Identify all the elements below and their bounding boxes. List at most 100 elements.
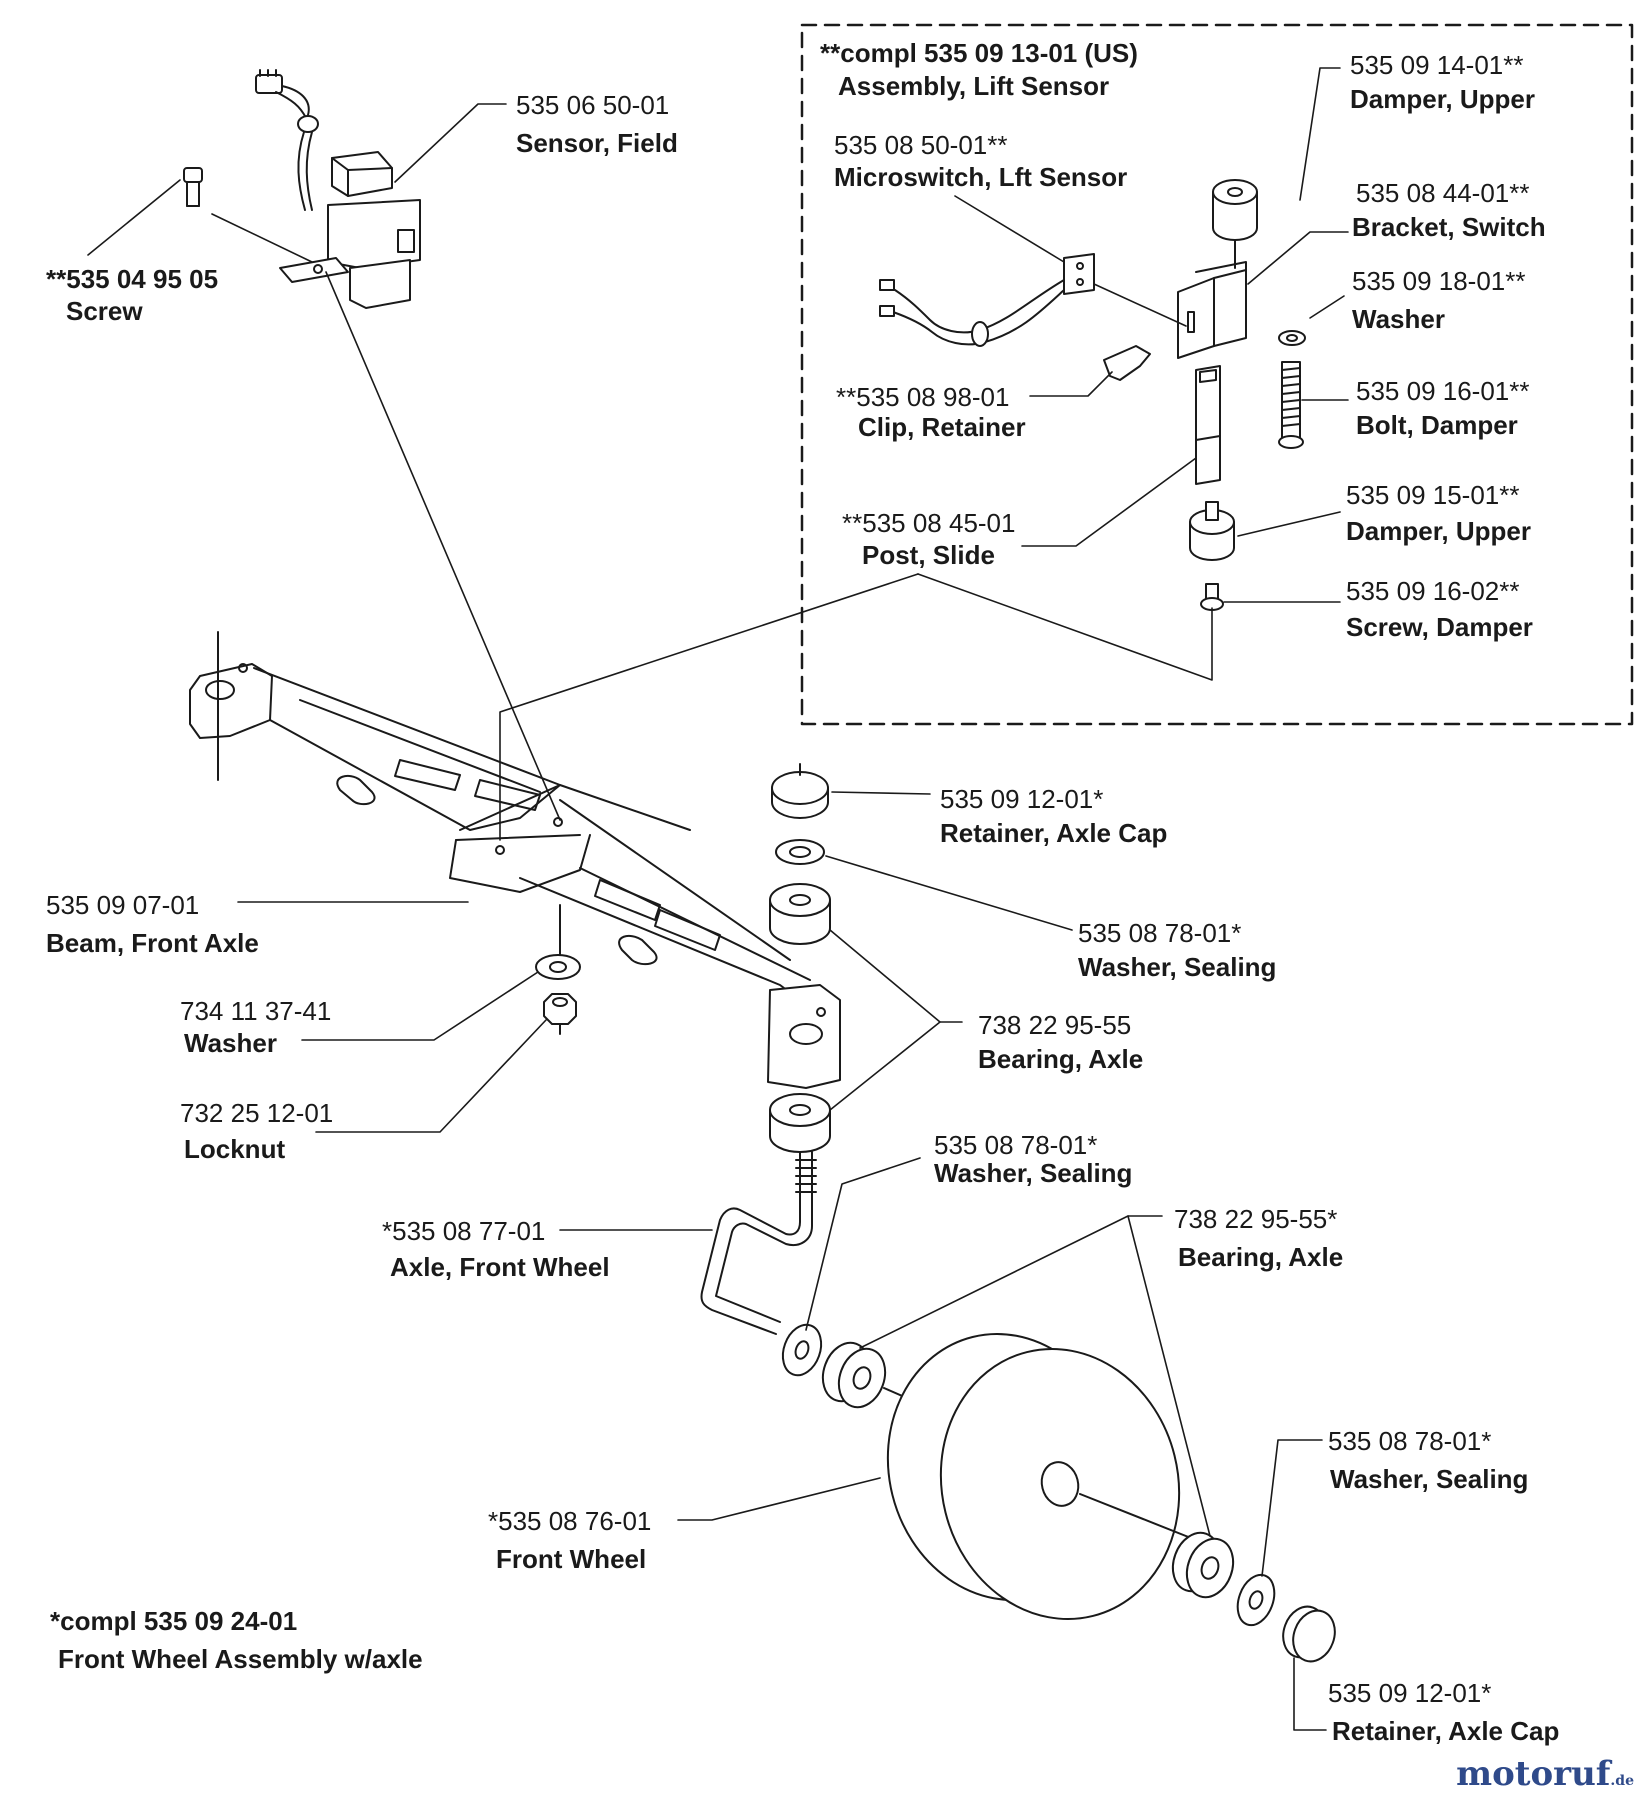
part-name-locknut: Locknut: [184, 1134, 286, 1164]
part-name-beam: Beam, Front Axle: [46, 928, 259, 958]
part-number-axle-front-wheel: *535 08 77-01: [382, 1216, 546, 1246]
bearing-lower-part: [769, 1093, 831, 1153]
part-name-clip-retainer: Clip, Retainer: [858, 412, 1026, 442]
damper-bolt-part: [1278, 361, 1304, 449]
leader-washer-sealing-top: [825, 855, 1073, 931]
leader-bearing-wheel-b: [1127, 1215, 1211, 1537]
part-number-screw: **535 04 95 05: [46, 264, 219, 294]
upper-damper-top-part: [1212, 179, 1258, 241]
watermark-suffix: .de: [1610, 1773, 1634, 1789]
part-name-microswitch: Microswitch, Lft Sensor: [834, 162, 1128, 192]
part-number-lift-washer: 535 09 18-01**: [1352, 266, 1526, 296]
part-name-sensor-field: Sensor, Field: [516, 128, 678, 158]
sealing-washer-top-part: [775, 839, 825, 865]
leader-sensor-to-beam: [325, 271, 561, 821]
part-number-post-slide: **535 08 45-01: [842, 508, 1016, 538]
part-name-front-wheel: Front Wheel: [496, 1544, 647, 1574]
watermark-text: motoruf: [1456, 1754, 1611, 1794]
part-name-screw: Screw: [66, 296, 143, 326]
part-number-damper-upper-lower: 535 09 15-01**: [1346, 480, 1520, 510]
locknut-part: [543, 993, 577, 1025]
part-name-bracket-switch: Bracket, Switch: [1352, 212, 1546, 242]
subassembly-frame: [800, 23, 1634, 726]
leader-washer: [301, 971, 539, 1041]
leader-microswitch: [954, 195, 1065, 263]
leader-microswitch-to-bracket: [1093, 283, 1187, 327]
bearing-top-part: [769, 883, 831, 945]
front-axle-beam-part: [189, 631, 841, 1089]
part-number-washer-sealing-bottom: 535 08 78-01*: [1328, 1426, 1492, 1456]
leader-screw: [87, 179, 181, 256]
part-name-washer-sealing-mid: Washer, Sealing: [934, 1158, 1133, 1188]
leader-post-slide: [1021, 457, 1197, 547]
leader-damper-lower: [1237, 511, 1341, 537]
part-number-sensor-field: 535 06 50-01: [516, 90, 670, 120]
leader-bearing-wheel-a: [859, 1215, 1163, 1349]
lift-washer-part: [1278, 330, 1306, 346]
part-name-washer-sealing-top: Washer, Sealing: [1078, 952, 1277, 982]
leader-lift-washer: [1309, 295, 1345, 319]
part-number-washer: 734 11 37-41: [180, 996, 332, 1026]
leader-washer-sealing-mid: [805, 1157, 921, 1331]
part-name-post-slide: Post, Slide: [862, 540, 995, 570]
part-number-microswitch: 535 08 50-01**: [834, 130, 1008, 160]
leader-washer-sealing-bottom: [1261, 1439, 1323, 1577]
leader-bracket-switch: [1247, 231, 1349, 285]
axle-cap-outer-part: [1282, 1605, 1336, 1663]
leader-screw-to-sensor: [211, 213, 313, 263]
part-number-bolt-damper: 535 09 16-01**: [1356, 376, 1530, 406]
leader-locknut: [315, 1019, 547, 1133]
leader-clip-retainer: [1029, 371, 1113, 397]
part-number-clip-retainer: **535 08 98-01: [836, 382, 1010, 412]
leader-axle-cap-top: [831, 791, 931, 795]
main-assembly-subtitle: Front Wheel Assembly w/axle: [58, 1644, 423, 1674]
microswitch-part: [879, 253, 1095, 347]
part-name-axle-front-wheel: Axle, Front Wheel: [390, 1252, 610, 1282]
part-name-washer: Washer: [184, 1028, 277, 1058]
part-number-washer-sealing-mid: 535 08 78-01*: [934, 1130, 1098, 1160]
part-name-bolt-damper: Bolt, Damper: [1356, 410, 1518, 440]
part-number-screw-damper: 535 09 16-02**: [1346, 576, 1520, 606]
upper-damper-lower-part: [1189, 501, 1235, 561]
sealing-washer-wheel-part: [781, 1323, 823, 1377]
part-number-bracket-switch: 535 08 44-01**: [1356, 178, 1530, 208]
washer-part: [535, 954, 581, 980]
front-wheel-part: [886, 1332, 1181, 1621]
part-name-bearing-top: Bearing, Axle: [978, 1044, 1144, 1074]
wheel-axis-b: [1079, 1493, 1197, 1541]
leader-front-wheel: [677, 1477, 881, 1521]
part-number-damper-upper-top: 535 09 14-01**: [1350, 50, 1524, 80]
part-number-axle-cap-top: 535 09 12-01*: [940, 784, 1104, 814]
part-name-lift-washer: Washer: [1352, 304, 1445, 334]
part-number-bearing-top: 738 22 95-55: [978, 1010, 1132, 1040]
part-number-washer-sealing-top: 535 08 78-01*: [1078, 918, 1242, 948]
leader-bearing-lower: [829, 1021, 941, 1111]
leader-sensor-field: [394, 103, 507, 183]
screw-part: [183, 167, 203, 207]
subassembly-subtitle: Assembly, Lift Sensor: [838, 71, 1110, 101]
field-sensor-part: [255, 69, 421, 309]
part-name-bearing-wheel: Bearing, Axle: [1178, 1242, 1344, 1272]
sealing-washer-outer-part: [1236, 1573, 1276, 1627]
switch-bracket-part: [1177, 261, 1247, 359]
slide-post-part: [1195, 365, 1221, 485]
part-number-beam: 535 09 07-01: [46, 890, 200, 920]
part-number-front-wheel: *535 08 76-01: [488, 1506, 652, 1536]
retainer-clip-part: [1103, 345, 1151, 381]
leader-damper-upper-top: [1299, 67, 1341, 201]
bearing-outer-part: [1171, 1531, 1235, 1599]
subassembly-title: **compl 535 09 13-01 (US): [820, 38, 1138, 68]
leader-bearing-top: [829, 929, 963, 1023]
watermark-logo: motoruf.de: [1456, 1754, 1634, 1794]
leader-post-to-beam: [499, 573, 919, 841]
part-name-damper-upper-lower: Damper, Upper: [1346, 516, 1531, 546]
main-assembly-title: *compl 535 09 24-01: [50, 1606, 298, 1636]
front-wheel-axle-part: [700, 1151, 817, 1335]
part-name-screw-damper: Screw, Damper: [1346, 612, 1533, 642]
damper-screw-part: [1200, 583, 1224, 611]
part-name-axle-cap-bottom: Retainer, Axle Cap: [1332, 1716, 1560, 1746]
part-name-axle-cap-top: Retainer, Axle Cap: [940, 818, 1168, 848]
part-name-damper-upper-top: Damper, Upper: [1350, 84, 1535, 114]
